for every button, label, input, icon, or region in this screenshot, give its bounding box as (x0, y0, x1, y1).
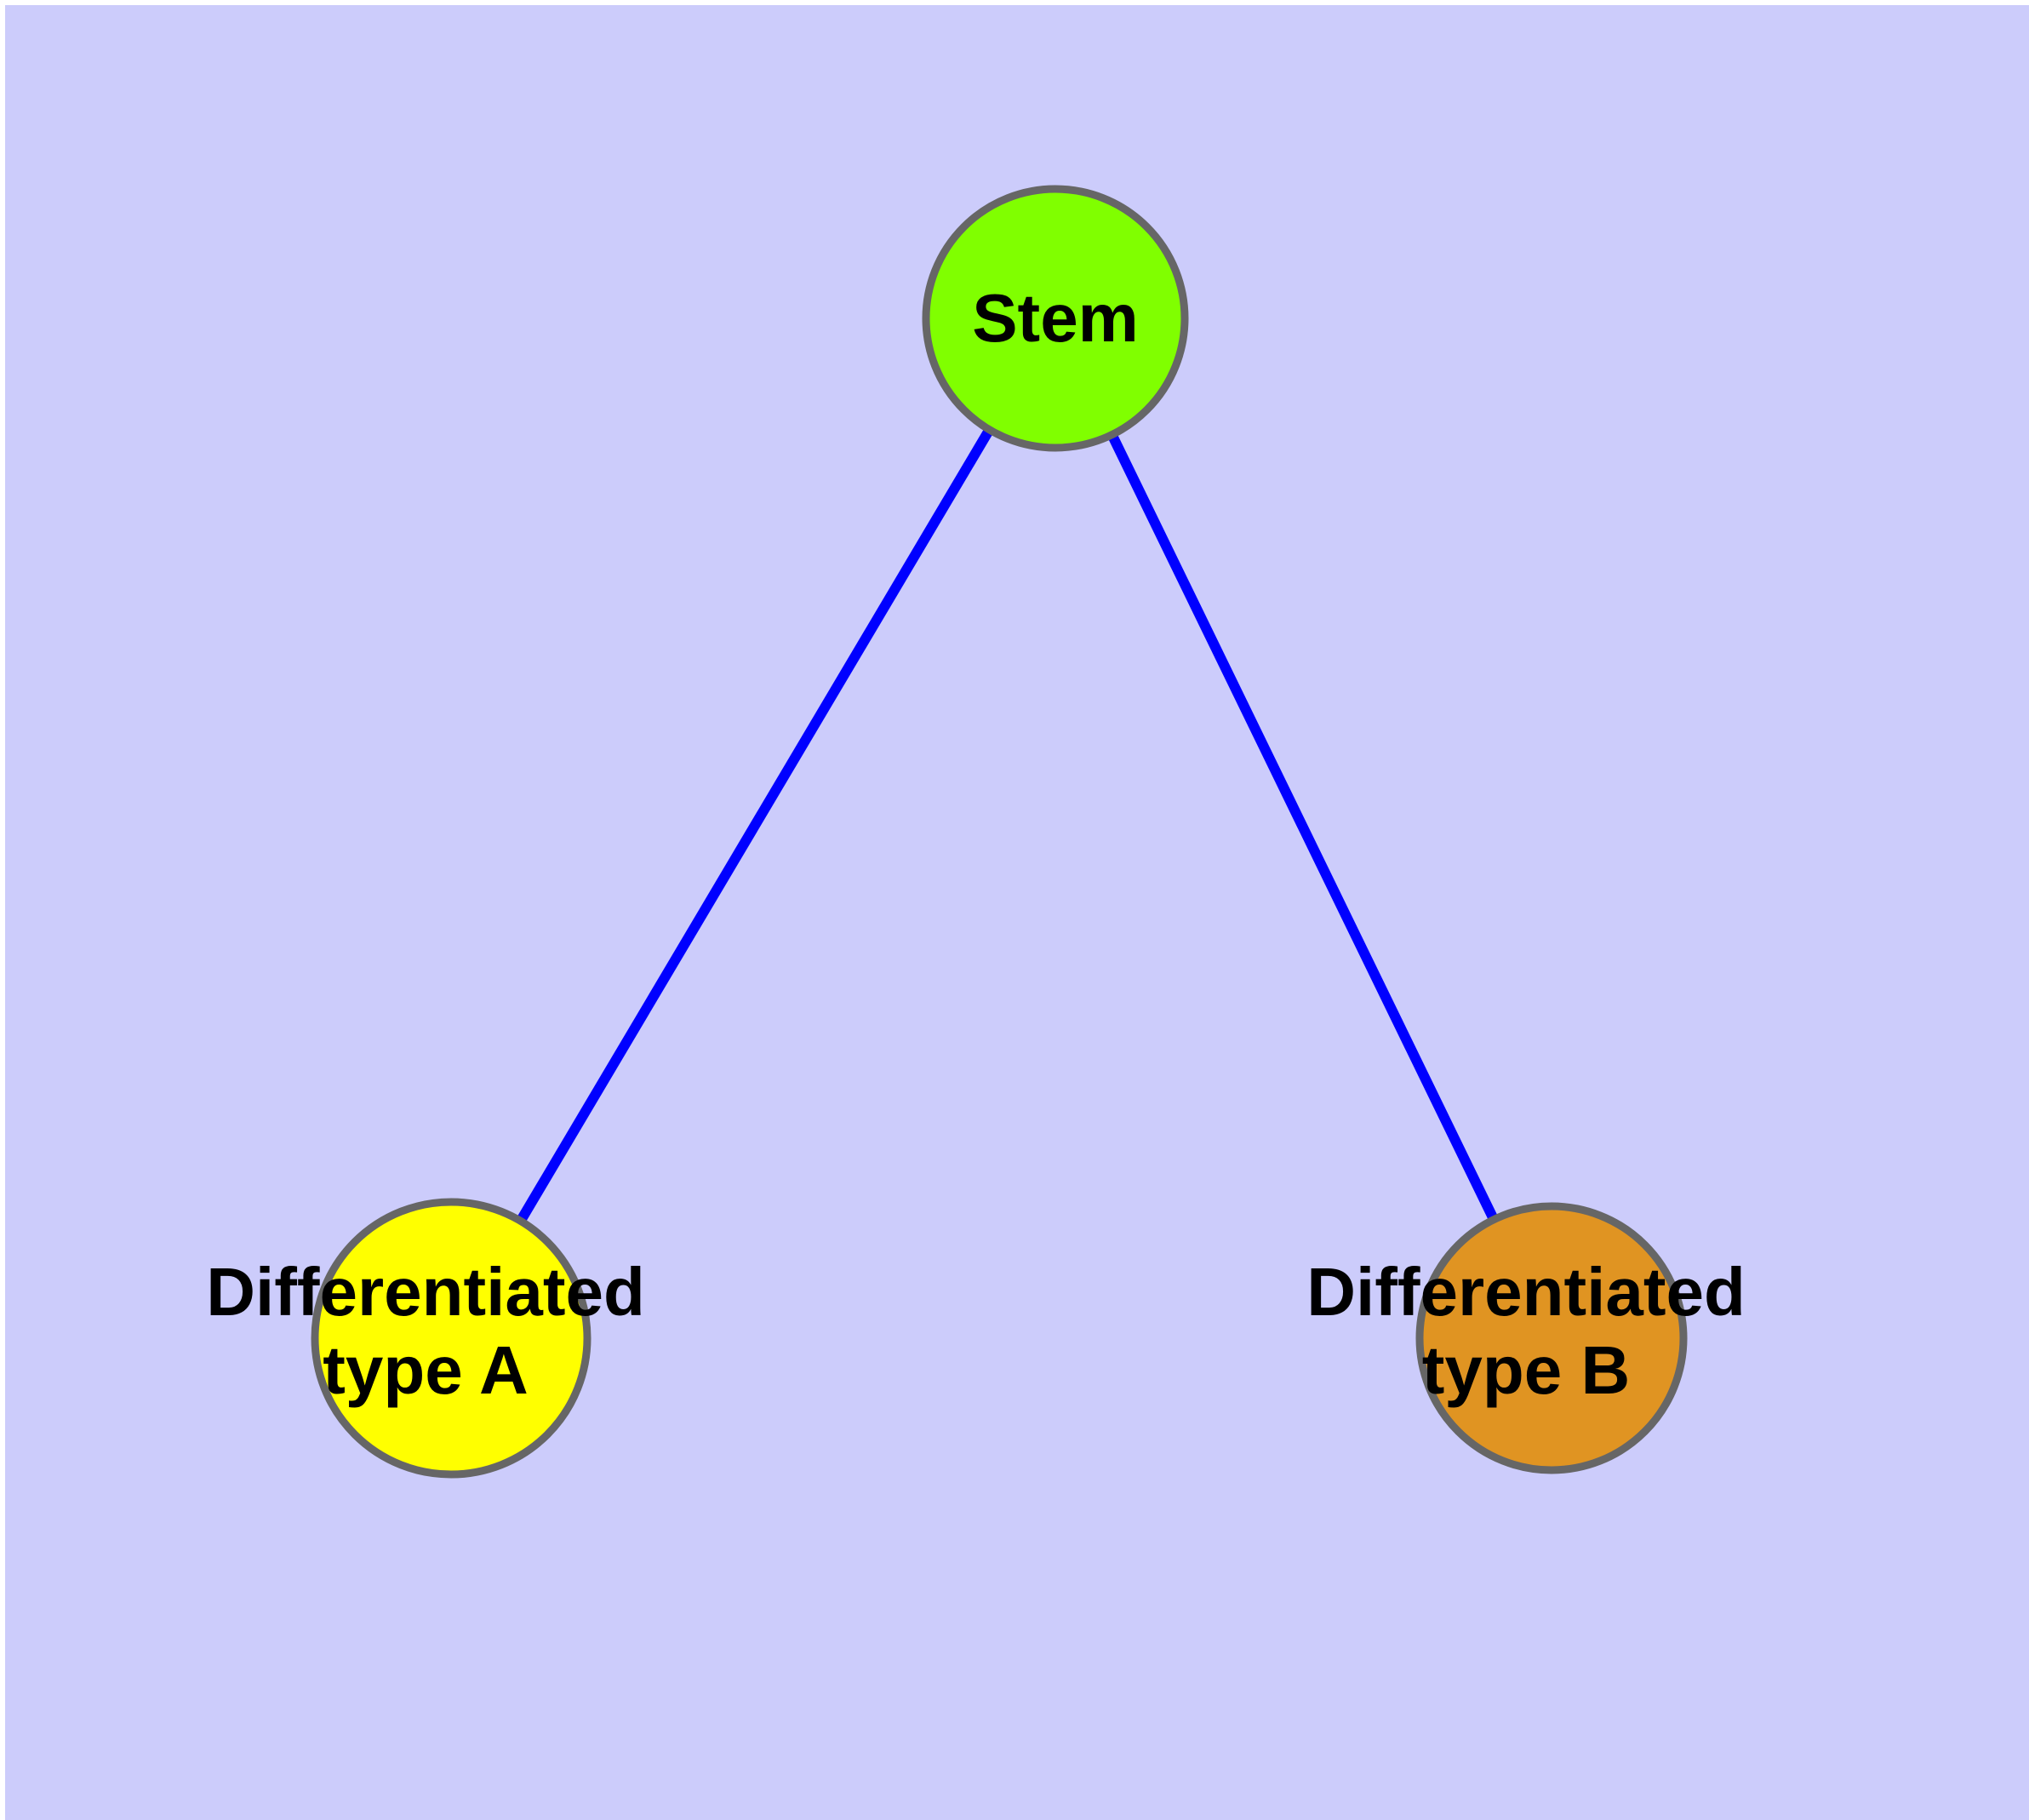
node-stem-label: Stem (972, 280, 1139, 356)
node-differentiated-type-b-circle[interactable] (1415, 1202, 1688, 1474)
edge-stem-to-differentiated-type-b[interactable] (1050, 316, 1557, 1341)
node-differentiated-type-b-label-line2: type B (1422, 1332, 1631, 1408)
node-stem[interactable]: Stem (922, 185, 1189, 452)
node-differentiated-type-a-label-line1: Differentiated (206, 1254, 645, 1330)
node-differentiated-type-b-label-line1: Differentiated (1306, 1254, 1746, 1330)
node-differentiated-type-a-circle[interactable] (311, 1198, 592, 1479)
edge-layer (446, 315, 1557, 1342)
node-differentiated-type-a[interactable]: Differentiated type A (206, 1198, 645, 1479)
edge-stem-to-differentiated-type-a[interactable] (446, 315, 1060, 1342)
node-stem-circle[interactable] (922, 185, 1189, 452)
node-differentiated-type-b[interactable]: Differentiated type B (1306, 1202, 1746, 1474)
node-differentiated-type-a-label-line2: type A (323, 1332, 529, 1408)
